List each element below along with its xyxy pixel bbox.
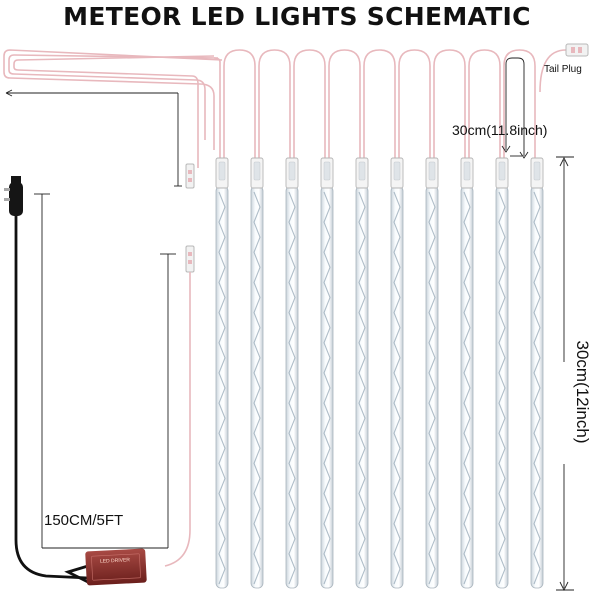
power-plug-icon <box>4 176 23 216</box>
tube-link-wire <box>433 49 466 158</box>
led-strip-helix <box>498 191 506 585</box>
tube-link-wire <box>258 49 291 158</box>
led-tube-3 <box>285 49 326 589</box>
tube-body <box>250 185 264 589</box>
led-tube-2 <box>250 49 291 589</box>
tube-link-wire <box>468 49 501 158</box>
led-strip-helix <box>288 191 296 585</box>
cable-length-dimension <box>34 193 176 549</box>
tube-spacing-label: 30cm(11.8inch) <box>452 122 548 138</box>
tube-body <box>495 185 509 589</box>
led-strip-helix <box>218 191 226 585</box>
tube-body <box>215 185 229 589</box>
tube-link-wire <box>293 49 326 158</box>
coiled-input-cable <box>3 49 223 168</box>
led-tube-7 <box>425 49 466 589</box>
tube-cap-label <box>533 161 541 181</box>
led-tube-5 <box>355 49 396 589</box>
tube-cap-label <box>288 161 296 181</box>
tube-link-wire <box>503 49 536 158</box>
tube-link-wire <box>398 49 431 158</box>
tail-plug-label: Tail Plug <box>544 64 582 75</box>
tube-cap-label <box>463 161 471 181</box>
tube-body <box>530 185 544 589</box>
led-strip-helix <box>323 191 331 585</box>
led-strip-helix <box>358 191 366 585</box>
tube-length-label: 30cm(12inch) <box>573 340 592 444</box>
driver-input-connector <box>185 245 195 273</box>
led-tube-4 <box>320 49 361 589</box>
tube-body <box>285 185 299 589</box>
tube-body <box>320 185 334 589</box>
tube-feed-wire <box>213 57 221 158</box>
led-strip-helix <box>533 191 541 585</box>
tube-cap-label <box>393 161 401 181</box>
tube-body <box>390 185 404 589</box>
led-tube-1 <box>213 49 256 589</box>
led-tube-10 <box>530 157 544 589</box>
led-driver <box>85 548 147 586</box>
tube-cap-label <box>498 161 506 181</box>
cable-length-label: 150CM/5FT <box>44 512 124 529</box>
tube-link-wire <box>223 49 256 158</box>
led-tube-6 <box>390 49 431 589</box>
led-strip-helix <box>253 191 261 585</box>
tube-cap-label <box>253 161 261 181</box>
tail-plug-connector <box>539 43 589 93</box>
tube-link-wire <box>328 49 361 158</box>
tube-body <box>355 185 369 589</box>
overall-width-dimension <box>5 89 182 187</box>
tube-cap-label <box>218 161 226 181</box>
led-tube-9 <box>495 49 536 589</box>
input-plug-connector <box>185 163 195 189</box>
driver-output-wire <box>164 272 191 567</box>
tube-length-dimension <box>556 156 574 592</box>
power-cord <box>14 212 90 584</box>
tube-cap-label <box>323 161 331 181</box>
tube-cap-label <box>358 161 366 181</box>
tube-spacing-dimension <box>501 57 529 159</box>
tube-body <box>460 185 474 589</box>
led-tubes <box>213 49 544 589</box>
led-strip-helix <box>393 191 401 585</box>
diagram-title: METEOR LED LIGHTS SCHEMATIC <box>63 2 531 31</box>
tube-body <box>425 185 439 589</box>
tube-link-wire <box>363 49 396 158</box>
led-tube-8 <box>460 49 501 589</box>
led-strip-helix <box>428 191 436 585</box>
tube-cap-label <box>428 161 436 181</box>
led-strip-helix <box>463 191 471 585</box>
